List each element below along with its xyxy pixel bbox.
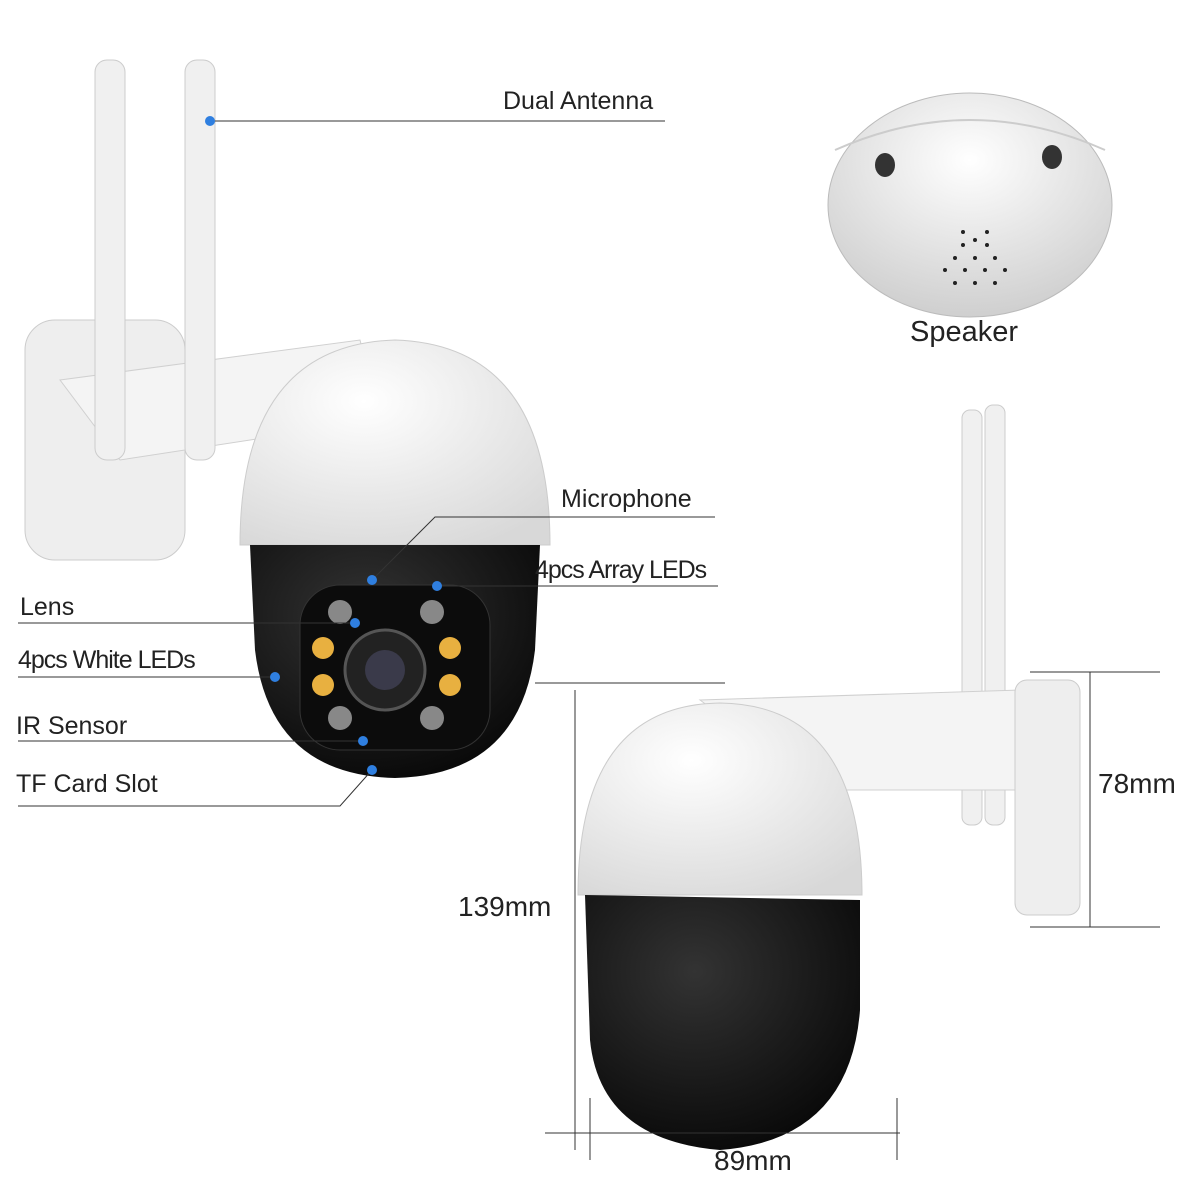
dimension-lines	[545, 671, 1160, 1160]
label-tf-card-slot: TF Card Slot	[16, 770, 158, 798]
label-white-leds: 4pcs White LEDs	[18, 646, 196, 674]
marker-dot	[367, 575, 377, 585]
dome-top	[577, 702, 863, 896]
speaker-grille	[943, 230, 1007, 285]
marker-dot	[270, 672, 280, 682]
antenna-left	[94, 59, 126, 461]
front-camera	[24, 59, 551, 778]
label-lens: Lens	[20, 593, 75, 621]
dimension-width: 89mm	[714, 1145, 792, 1176]
marker-dot	[367, 765, 377, 775]
marker-dot	[432, 581, 442, 591]
antenna-right	[184, 59, 216, 461]
speaker-inset	[827, 92, 1113, 318]
label-speaker: Speaker	[910, 316, 1019, 348]
marker-dot	[350, 618, 360, 628]
leader-lines	[18, 120, 725, 807]
marker-dot	[205, 116, 215, 126]
wall-mount	[1014, 679, 1081, 916]
dimension-total-height: 139mm	[458, 891, 552, 922]
dimension-bracket-height: 78mm	[1098, 768, 1176, 799]
dome-bottom	[585, 895, 860, 1150]
label-microphone: Microphone	[561, 485, 692, 513]
label-ir-sensor: IR Sensor	[16, 712, 128, 740]
led-array	[312, 600, 461, 730]
side-camera	[577, 404, 1081, 1150]
label-dual-antenna: Dual Antenna	[503, 87, 654, 115]
label-array-leds: 4pcs Array LEDs	[535, 556, 707, 584]
marker-dot	[358, 736, 368, 746]
dome-top	[239, 339, 551, 546]
